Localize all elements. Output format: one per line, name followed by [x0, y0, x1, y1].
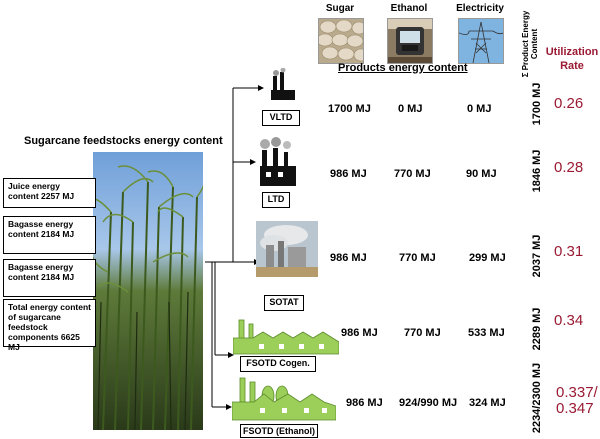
ltd-ethanol-value: 770 MJ: [394, 168, 431, 180]
sugar-sacks-image: [318, 18, 364, 64]
sotat-plant-photo: [256, 221, 318, 277]
fsotd-cogen-ethanol-value: 770 MJ: [404, 327, 441, 339]
fsotd-cogen-plant-icon: [233, 318, 339, 356]
vltd-electricity-value: 0 MJ: [467, 103, 492, 115]
vltd-ethanol-value: 0 MJ: [398, 103, 423, 115]
ltd-sum-value: 1846 MJ: [531, 149, 543, 193]
tech-label-sotat: SOTAT: [264, 295, 304, 311]
fsotd-cogen-sum-value: 2289 MJ: [531, 307, 543, 351]
fsotd-cogen-electricity-value: 533 MJ: [468, 327, 505, 339]
sum-product-energy-header: Σ Product Energy Content: [521, 10, 539, 78]
vltd-sum-value: 1700 MJ: [531, 82, 543, 126]
vltd-factory-icon: [270, 68, 296, 102]
sotat-sum-value: 2037 MJ: [531, 234, 543, 278]
ltd-utilization-rate: 0.28: [554, 159, 584, 176]
total-energy-box: Total energy content of sugarcane feedst…: [3, 299, 96, 352]
tech-label-fsotd-cogen: FSOTD Cogen.: [240, 356, 316, 372]
sotat-sugar-value: 986 MJ: [330, 252, 367, 264]
fsotd-ethanol-sum-value: 2234/2300 MJ: [531, 362, 543, 434]
juice-energy-box: Juice energy content 2257 MJ: [3, 178, 96, 208]
fsotd-cogen-utilization-rate: 0.34: [554, 312, 584, 329]
electricity-header: Electricity: [456, 3, 504, 14]
ethanol-header: Ethanol: [390, 3, 428, 14]
utilization-rate-header: Utilization Rate: [545, 46, 599, 72]
fsotd-ethanol-utilization-rate: 0.337/ 0.347: [556, 384, 598, 417]
fsotd-cogen-sugar-value: 986 MJ: [341, 327, 378, 339]
ltd-sugar-value: 986 MJ: [330, 168, 367, 180]
sugarcane-field-image: [93, 152, 203, 430]
feedstock-title: Sugarcane feedstocks energy content: [24, 135, 223, 147]
fsotd-ethanol-plant-icon: [232, 376, 336, 422]
sotat-ethanol-value: 770 MJ: [399, 252, 436, 264]
tech-label-vltd: VLTD: [262, 110, 300, 126]
bagasse-energy-box-2: Bagasse energy content 2184 MJ: [3, 259, 96, 297]
fsotd-ethanol-electricity-value: 324 MJ: [469, 397, 506, 409]
products-energy-title: Products energy content: [338, 62, 468, 74]
electricity-pylon-image: [458, 18, 504, 64]
ethanol-pump-image: [387, 18, 433, 64]
sugar-header: Sugar: [325, 3, 355, 14]
sotat-utilization-rate: 0.31: [554, 243, 584, 260]
fsotd-ethanol-ethanol-value: 924/990 MJ: [399, 397, 458, 409]
fsotd-ethanol-sugar-value: 986 MJ: [346, 397, 383, 409]
tech-label-ltd: LTD: [262, 192, 290, 208]
vltd-sugar-value: 1700 MJ: [328, 103, 371, 115]
ltd-factory-icon: [258, 136, 298, 188]
vltd-utilization-rate: 0.26: [554, 95, 584, 112]
ltd-electricity-value: 90 MJ: [466, 168, 497, 180]
sotat-electricity-value: 299 MJ: [469, 252, 506, 264]
tech-label-fsotd-ethanol: FSOTD (Ethanol): [240, 424, 318, 438]
bagasse-energy-box-1: Bagasse energy content 2184 MJ: [3, 216, 96, 254]
